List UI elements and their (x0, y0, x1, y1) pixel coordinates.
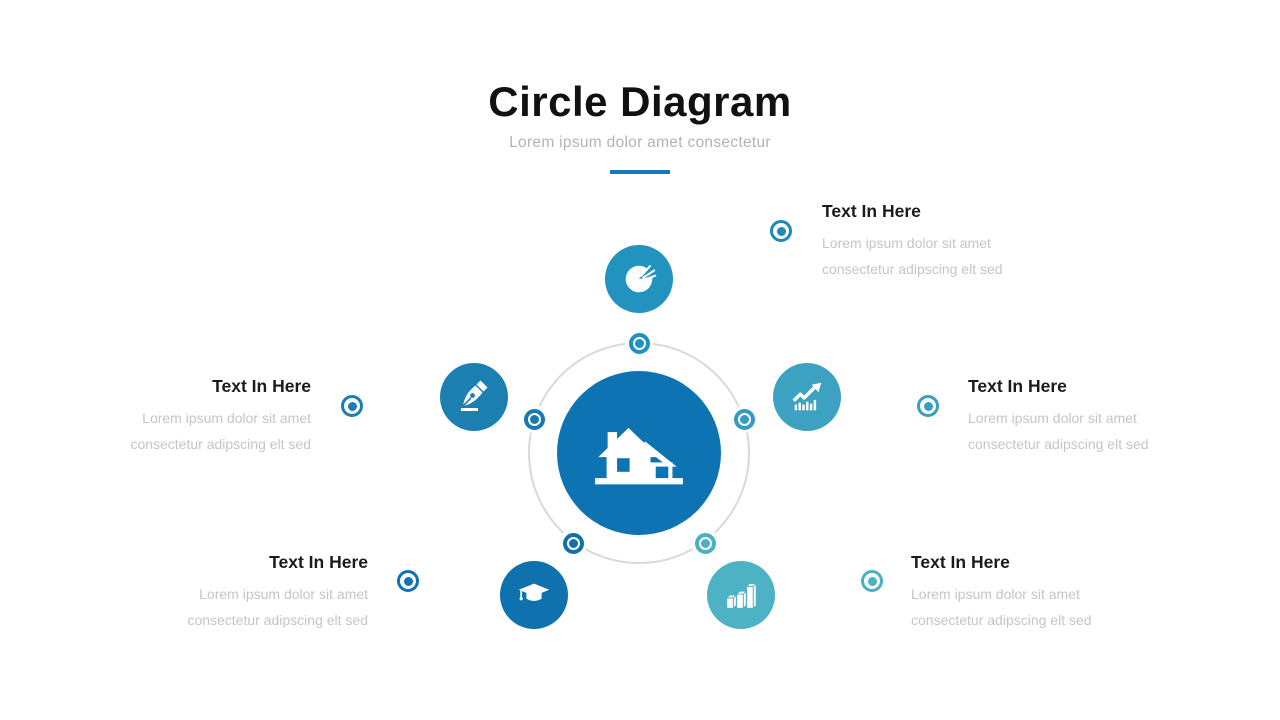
bullet-target-icon (770, 220, 792, 242)
page-subtitle: Lorem ipsum dolor amet consectetur (509, 134, 771, 151)
text-item-top-right: Text In Here Lorem ipsum dolor sit amet … (822, 200, 1022, 282)
bullet-target-icon (861, 570, 883, 592)
item-body: Lorem ipsum dolor sit amet consectetur a… (911, 586, 1092, 628)
orbit-dot-ring (733, 408, 755, 430)
bullet-core (867, 576, 877, 586)
item-heading: Text In Here (822, 201, 921, 221)
bar-chart-icon (722, 576, 760, 614)
orbit-dot-ring (562, 532, 584, 554)
text-item-mid-right: Text In Here Lorem ipsum dolor sit amet … (968, 375, 1168, 457)
satellite-circle-bottom-left (500, 561, 568, 629)
bullet-core (776, 226, 786, 236)
bullet-target-icon (917, 395, 939, 417)
orbit-dot-core (529, 414, 539, 424)
item-body: Lorem ipsum dolor sit amet consectetur a… (822, 235, 1003, 277)
center-circle (557, 371, 721, 535)
bullet-core (403, 576, 413, 586)
orbit-dot-top (625, 329, 653, 357)
orbit-dot-core (739, 414, 749, 424)
page-title: Circle Diagram (488, 78, 792, 125)
bullet-target-icon (397, 570, 419, 592)
orbit-dot-right (730, 405, 758, 433)
satellite-circle-top (605, 245, 673, 313)
orbit-dot-ring (628, 332, 650, 354)
orbit-dot-bottom-left (559, 529, 587, 557)
orbit-dot-bottom-right (691, 529, 719, 557)
satellite-circle-bottom-right (707, 561, 775, 629)
text-item-mid-left: Text In Here Lorem ipsum dolor sit amet … (111, 375, 311, 457)
item-body: Lorem ipsum dolor sit amet consectetur a… (187, 586, 368, 628)
orbit-dot-left (520, 405, 548, 433)
item-body: Lorem ipsum dolor sit amet consectetur a… (130, 410, 311, 452)
item-heading: Text In Here (212, 376, 311, 396)
satellite-circle-right (773, 363, 841, 431)
orbit-dot-ring (694, 532, 716, 554)
item-body: Lorem ipsum dolor sit amet consectetur a… (968, 410, 1149, 452)
title-divider (610, 170, 670, 174)
orbit-dot-core (568, 538, 578, 548)
orbit-dot-core (634, 338, 644, 348)
orbit-dot-core (700, 538, 710, 548)
trend-up-icon (788, 378, 826, 416)
text-item-bottom-left: Text In Here Lorem ipsum dolor sit amet … (168, 551, 368, 633)
graduation-cap-icon (515, 576, 553, 614)
pen-nib-icon (456, 379, 492, 415)
item-heading: Text In Here (269, 552, 368, 572)
satellite-circle-left (440, 363, 508, 431)
bullet-target-icon (341, 395, 363, 417)
bullet-core (347, 401, 357, 411)
house-icon (593, 418, 685, 488)
bullet-core (923, 401, 933, 411)
item-heading: Text In Here (968, 376, 1067, 396)
text-item-bottom-right: Text In Here Lorem ipsum dolor sit amet … (911, 551, 1111, 633)
item-heading: Text In Here (911, 552, 1010, 572)
pie-chart-icon (620, 260, 658, 298)
orbit-dot-ring (523, 408, 545, 430)
